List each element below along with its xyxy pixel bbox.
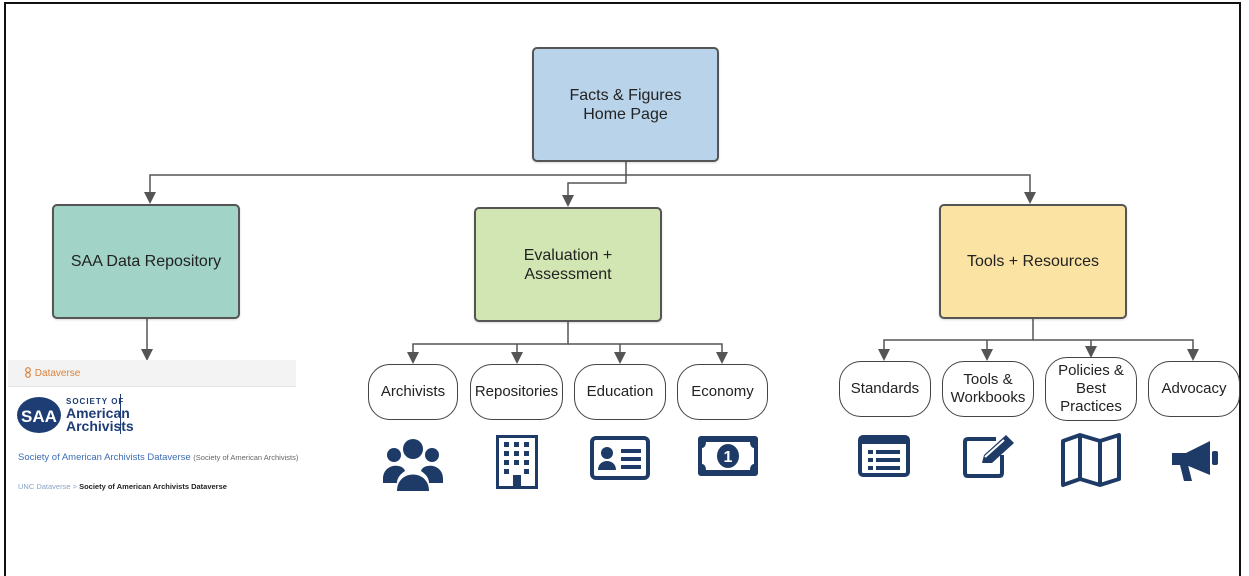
leaf-label: Tools & Workbooks — [950, 371, 1026, 406]
connector-eval-archivists — [407, 322, 569, 364]
leaf-label: Policies & Best Practices — [1058, 362, 1124, 415]
branch-saa-data-repository: SAA Data Repository — [52, 204, 240, 319]
branch-evaluation-assessment: Evaluation + Assessment — [474, 207, 662, 322]
building-icon — [496, 435, 538, 489]
saa-logo-icon: SAA — [17, 397, 61, 433]
breadcrumb-separator: > — [72, 482, 77, 491]
connector-tools-standards — [878, 318, 1034, 361]
leaf-repositories: Repositories — [470, 364, 563, 420]
connector-root-saa — [144, 162, 627, 204]
leaf-label: Advocacy — [1161, 380, 1227, 397]
dollar-bill-icon: 1 — [698, 436, 758, 476]
map-icon — [1061, 433, 1121, 487]
dataverse-app-text: Dataverse — [34, 368, 81, 379]
dataverse-title-text[interactable]: Society of American Archivists Dataverse — [18, 452, 191, 463]
branch-label: Evaluation + Assessment — [523, 246, 613, 283]
leaf-label: Standards — [850, 380, 920, 397]
connector-root-tools — [626, 174, 1036, 204]
dataverse-app-label: Dataverse — [24, 367, 80, 379]
breadcrumb-parent-link[interactable]: UNC Dataverse — [18, 482, 71, 491]
root-node: Facts & Figures Home Page — [532, 47, 719, 162]
saa-logo-big-text: American Archivists — [66, 405, 134, 434]
id-card-icon — [590, 436, 650, 480]
dataverse-logo-icon — [25, 367, 31, 378]
leaf-label: Archivists — [380, 383, 446, 400]
megaphone-icon — [1172, 441, 1218, 481]
list-icon — [858, 435, 910, 477]
breadcrumb-current: Society of American Archivists Dataverse — [79, 482, 227, 491]
leaf-standards: Standards — [839, 361, 931, 417]
leaf-advocacy: Advocacy — [1148, 361, 1240, 417]
branch-label: SAA Data Repository — [70, 253, 222, 270]
dataverse-preview: Dataverse SAA SOCIETY OF American Archiv… — [8, 360, 298, 491]
branch-tools-resources: Tools + Resources — [939, 204, 1127, 319]
branch-label: Tools + Resources — [966, 253, 1100, 270]
saa-logo-small-text: SOCIETY OF — [66, 397, 125, 406]
logo-divider — [120, 394, 121, 434]
saa-logo-line-1: American — [66, 405, 130, 421]
dataverse-title[interactable]: Society of American Archivists Dataverse… — [18, 452, 298, 463]
leaf-label: Economy — [691, 383, 754, 400]
dataverse-header-bar: Dataverse — [8, 360, 296, 387]
leaf-policies-best-practices: Policies & Best Practices — [1045, 357, 1137, 421]
leaf-tools-workbooks: Tools & Workbooks — [942, 361, 1034, 417]
svg-text:1: 1 — [724, 449, 733, 466]
root-node-label: Facts & Figures Home Page — [569, 86, 682, 123]
edit-pen-icon — [963, 435, 1014, 478]
saa-logo-line-2: Archivists — [66, 418, 134, 434]
leaf-economy: Economy — [677, 364, 768, 420]
people-group-icon — [383, 439, 443, 491]
page-frame — [4, 2, 1241, 576]
leaf-label: Repositories — [474, 383, 559, 400]
leaf-education: Education — [574, 364, 666, 420]
breadcrumb: UNC Dataverse > Society of American Arch… — [18, 482, 227, 491]
dataverse-title-affiliation: (Society of American Archivists) — [193, 453, 299, 462]
leaf-label: Education — [586, 383, 654, 400]
connector-root-evaluation — [562, 175, 627, 207]
connector-tools-advocacy — [1033, 339, 1199, 361]
leaf-archivists: Archivists — [368, 364, 458, 420]
connector-eval-economy — [568, 343, 728, 364]
saa-logo-abbr: SAA — [21, 407, 57, 426]
